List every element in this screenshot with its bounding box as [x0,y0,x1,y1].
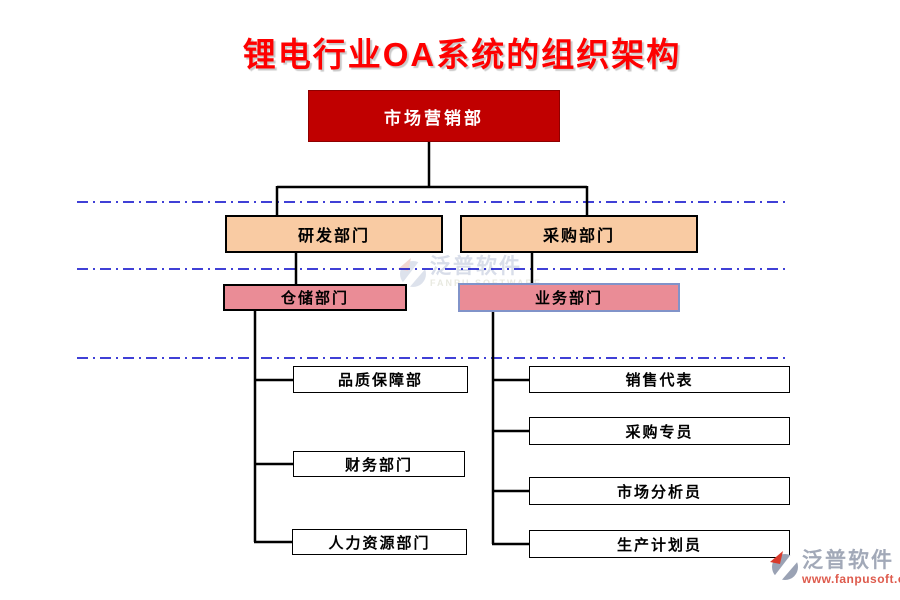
node-procurement-dept: 采购部门 [460,215,698,253]
node-rd-dept: 研发部门 [225,215,443,253]
node-procurement-specialist-label: 采购专员 [625,423,694,441]
node-warehouse-dept: 仓储部门 [223,284,407,311]
node-business-dept: 业务部门 [458,283,680,312]
node-quality-assurance-dept: 品质保障部 [293,366,468,393]
node-procurement-dept-label: 采购部门 [542,228,615,245]
node-production-planner-label: 生产计划员 [616,536,702,554]
node-marketing-dept: 市场营销部 [308,90,560,142]
node-finance-dept: 财务部门 [293,451,465,477]
fanpu-logo-icon [398,258,427,289]
page-title: 锂电行业OA系统的组织架构 [242,36,682,73]
node-hr-label: 人力资源部门 [328,534,431,552]
node-sales-representative-label: 销售代表 [625,372,694,389]
node-finance-label: 财务部门 [344,456,413,474]
fanpu-logo-icon [770,551,799,582]
node-quality-assurance-label: 品质保障部 [337,372,423,389]
node-business-dept-label: 业务部门 [534,290,603,307]
node-rd-dept-label: 研发部门 [297,228,370,245]
center-watermark-brand: 泛普软件 [430,255,522,278]
node-procurement-specialist: 采购专员 [529,417,790,445]
node-production-planner: 生产计划员 [529,530,790,558]
node-sales-representative: 销售代表 [529,366,790,393]
org-connectors [253,142,589,546]
node-market-analyst-label: 市场分析员 [616,483,702,501]
node-marketing-dept-label: 市场营销部 [384,108,484,128]
corner-watermark-url: www.fanpusoft.com [802,572,900,586]
corner-watermark-brand: 泛普软件 [802,549,894,572]
node-warehouse-dept-label: 仓储部门 [280,290,349,307]
node-hr-dept: 人力资源部门 [292,529,467,555]
node-market-analyst: 市场分析员 [529,477,790,505]
corner-watermark: 泛普软件 www.fanpusoft.com [768,549,900,585]
